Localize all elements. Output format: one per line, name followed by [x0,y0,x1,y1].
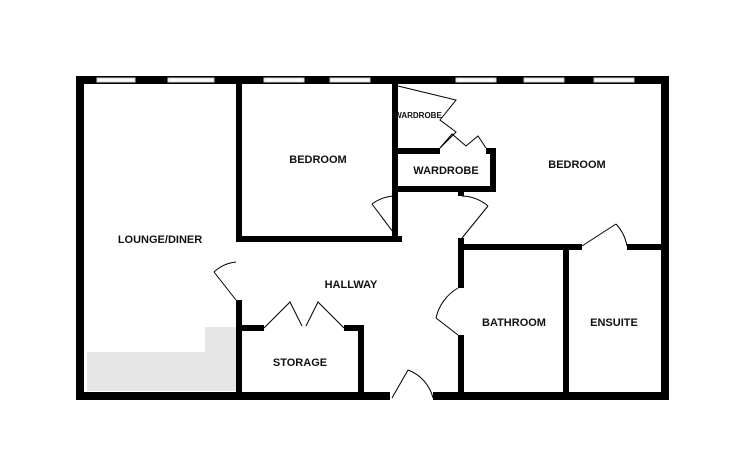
wall-lounge-bedroom [236,84,242,240]
window [329,77,371,83]
wall-storage-top-right [344,325,364,331]
wall-bedroom1-bottom [236,236,402,242]
wall-top [76,76,669,84]
window [96,77,136,83]
wall-storage-right [358,325,364,392]
label-ensuite: ENSUITE [590,317,638,329]
walls [76,76,669,400]
door-entrance [391,369,434,399]
door-wardrobe-small [397,85,457,149]
doors [213,85,628,399]
wall-left [76,76,84,400]
door-bathroom [435,287,459,336]
label-bathroom: BATHROOM [482,317,546,329]
wall-bottom-right [433,392,669,400]
wall-wardrobe-stub [458,190,464,196]
window [455,77,497,83]
door-ensuite [581,223,628,247]
wall-wardrobe-bottom [398,186,496,192]
door-bedroom2 [461,195,489,239]
label-hallway: HALLWAY [325,279,378,291]
kitchen-shade [87,327,236,391]
wall-wardrobe-right [490,148,496,190]
door-wardrobe-large [439,133,487,149]
window [167,77,215,83]
label-bedroom-2: BEDROOM [548,159,605,171]
label-wardrobe-small: WARDROBE [394,111,442,120]
room-labels: LOUNGE/DINER BEDROOM WARDROBE WARDROBE B… [118,111,638,369]
wall-bedroom2-bottom-left [458,244,582,250]
wall-lounge-lower [236,300,242,392]
wall-bedroom2-bottom-right [627,244,661,250]
wall-bedroom1-right [392,84,398,240]
door-bedroom1 [371,195,397,237]
door-storage [263,301,345,329]
wall-storage-top-left [242,325,264,331]
wall-bath-ensuite [563,244,569,392]
label-lounge: LOUNGE/DINER [118,234,202,246]
wall-right [661,76,669,400]
door-lounge [213,261,237,301]
windows [96,77,635,83]
window [593,77,635,83]
wall-wardrobe-top [398,148,440,154]
wall-hallway-right-upper [458,238,464,288]
label-wardrobe-large: WARDROBE [413,165,478,177]
window [263,77,305,83]
wall-bottom-left [76,392,390,400]
wall-hallway-right-lower [458,335,464,392]
window [523,77,565,83]
label-storage: STORAGE [273,357,327,369]
label-bedroom-1: BEDROOM [289,154,346,166]
